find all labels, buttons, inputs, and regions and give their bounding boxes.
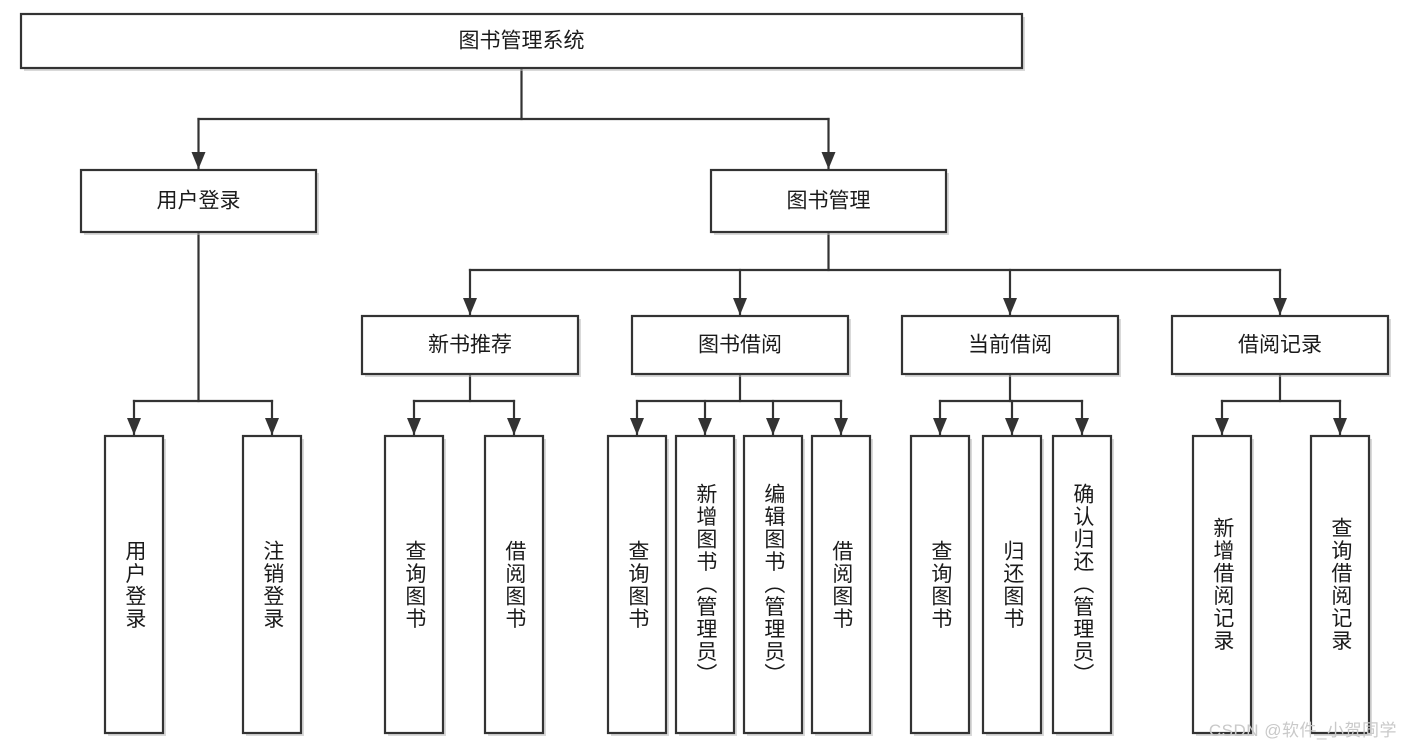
node-box-book-borrow[interactable] xyxy=(630,314,850,376)
arrow-to-leaf-add-book xyxy=(698,418,712,435)
arrow-to-leaf-query-book-2 xyxy=(630,418,644,435)
node-box-leaf-user-login[interactable] xyxy=(103,434,165,735)
node-box-new-book-recommend[interactable] xyxy=(360,314,580,376)
arrow-to-leaf-query-book-1 xyxy=(407,418,421,435)
arrow-to-borrow-record xyxy=(1273,298,1287,315)
node-box-leaf-borrow-book-2[interactable] xyxy=(810,434,872,735)
arrow-to-book-manage xyxy=(821,152,836,169)
arrow-to-leaf-user-login xyxy=(127,418,141,435)
node-box-leaf-borrow-book-1[interactable] xyxy=(483,434,545,735)
arrow-to-new-book-recommend xyxy=(463,298,477,315)
node-box-leaf-query-borrow-record[interactable] xyxy=(1309,434,1371,735)
arrow-to-leaf-confirm-return xyxy=(1075,418,1089,435)
arrow-to-leaf-logout-login xyxy=(265,418,279,435)
node-boxes xyxy=(19,12,1391,736)
node-label-user-login: 用户登录 xyxy=(157,190,241,213)
arrow-to-leaf-return-book xyxy=(1005,418,1019,435)
arrow-to-leaf-edit-book xyxy=(766,418,780,435)
node-box-leaf-return-book[interactable] xyxy=(981,434,1043,735)
node-box-leaf-query-book-3[interactable] xyxy=(909,434,971,735)
arrow-to-leaf-query-book-3 xyxy=(933,418,947,435)
connector-lines xyxy=(127,66,1347,437)
arrow-to-book-borrow xyxy=(733,298,747,315)
arrow-to-leaf-borrow-book-2 xyxy=(834,418,848,435)
node-box-borrow-record[interactable] xyxy=(1170,314,1390,376)
node-label-book-borrow: 图书借阅 xyxy=(698,334,782,357)
node-box-leaf-add-borrow-record[interactable] xyxy=(1191,434,1253,735)
arrow-to-leaf-borrow-book-1 xyxy=(507,418,521,435)
arrow-to-user-login xyxy=(191,152,206,169)
node-box-leaf-edit-book[interactable] xyxy=(742,434,804,735)
node-label-new-book-recommend: 新书推荐 xyxy=(428,334,512,357)
node-box-book-manage[interactable] xyxy=(709,168,948,234)
node-box-current-borrow[interactable] xyxy=(900,314,1120,376)
node-box-leaf-logout-login[interactable] xyxy=(241,434,303,735)
node-box-leaf-query-book-2[interactable] xyxy=(606,434,668,735)
arrow-to-current-borrow xyxy=(1003,298,1017,315)
node-label-borrow-record: 借阅记录 xyxy=(1238,334,1322,357)
node-box-root[interactable] xyxy=(19,12,1024,70)
node-box-leaf-query-book-1[interactable] xyxy=(383,434,445,735)
node-label-root: 图书管理系统 xyxy=(459,30,585,53)
node-label-current-borrow: 当前借阅 xyxy=(968,334,1052,357)
arrow-to-leaf-add-borrow-record xyxy=(1215,418,1229,435)
node-box-user-login[interactable] xyxy=(79,168,318,234)
arrow-to-leaf-query-borrow-record xyxy=(1333,418,1347,435)
watermark: CSDN @软件_小贺同学 xyxy=(1208,721,1397,740)
node-box-leaf-add-book[interactable] xyxy=(674,434,736,735)
node-label-book-manage: 图书管理 xyxy=(787,190,871,213)
node-box-leaf-confirm-return[interactable] xyxy=(1051,434,1113,735)
